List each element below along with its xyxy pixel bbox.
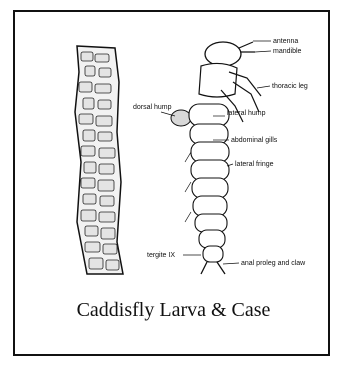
label-thoracic-leg: thoracic leg xyxy=(272,83,308,90)
label-mandible: mandible xyxy=(273,48,302,55)
label-anal-proleg: anal proleg and claw xyxy=(241,260,306,267)
larval-case xyxy=(75,46,123,274)
label-lateral-hump: lateral hump xyxy=(227,110,266,117)
label-tergite: tergite IX xyxy=(147,252,175,259)
figure-frame: antenna mandible thoracic leg dorsal hum… xyxy=(13,10,330,356)
label-antenna: antenna xyxy=(273,38,298,45)
caddisfly-illustration: antenna mandible thoracic leg dorsal hum… xyxy=(15,12,332,282)
label-abdominal-gills: abdominal gills xyxy=(231,137,278,144)
label-dorsal-hump: dorsal hump xyxy=(133,104,172,111)
label-lateral-fringe: lateral fringe xyxy=(235,161,274,168)
larva-body xyxy=(171,42,261,274)
figure-caption: Caddisfly Larva & Case xyxy=(15,290,332,330)
